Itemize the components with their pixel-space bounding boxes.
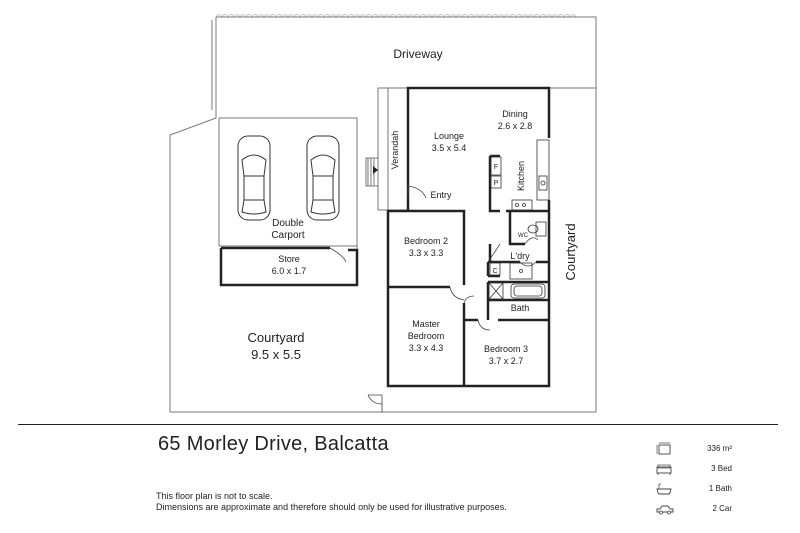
kitchen-fixtures — [490, 139, 550, 211]
spec-cars: 2 Car — [652, 502, 732, 522]
store-label: Store — [278, 254, 300, 264]
spec-area: 336 m² — [652, 442, 732, 462]
pantry-label: P — [494, 180, 499, 187]
verandah-label: Verandah — [390, 131, 400, 170]
lot-boundary — [169, 16, 597, 413]
carport-label: Double — [272, 218, 304, 229]
floor-plan: Driveway Double Carport Store 6.0 x 1.7 … — [169, 14, 597, 413]
driveway-label: Driveway — [393, 47, 442, 61]
bathtub-icon — [656, 483, 672, 495]
bedroom2-dimensions: 3.3 x 3.3 — [409, 248, 444, 258]
dining-dimensions: 2.6 x 2.8 — [498, 121, 533, 131]
carport — [218, 118, 357, 247]
kitchen-label: Kitchen — [516, 161, 526, 191]
courtyard-left-label: Courtyard — [247, 330, 304, 345]
spec-baths: 1 Bath — [652, 482, 732, 502]
car-icon — [306, 135, 340, 221]
spec-beds: 3 Bed — [652, 462, 732, 482]
laundry-label: L'dry — [510, 251, 530, 261]
cupboard-label: C — [492, 268, 497, 275]
disclaimer-line: This floor plan is not to scale. — [156, 491, 273, 501]
wc-label: WC — [518, 233, 529, 239]
floor-area-icon — [656, 442, 671, 455]
bath-label: Bath — [511, 303, 530, 313]
dining-label: Dining — [502, 109, 528, 119]
lounge-label: Lounge — [434, 131, 464, 141]
bedroom3-label: Bedroom 3 — [484, 344, 528, 354]
lounge-dimensions: 3.5 x 5.4 — [432, 143, 467, 153]
area-value: 336 m² — [707, 444, 732, 453]
car-icon — [656, 505, 674, 515]
entry-label: Entry — [430, 190, 452, 200]
master-bedroom-dimensions: 3.3 x 4.3 — [409, 343, 444, 353]
carport-label: Carport — [271, 230, 305, 241]
baths-value: 1 Bath — [708, 484, 732, 493]
property-specs: 336 m² 3 Bed 1 Bath 2 Car — [652, 442, 732, 522]
courtyard-left-dimensions: 9.5 x 5.5 — [251, 347, 301, 362]
verandah — [365, 87, 408, 211]
cars-value: 2 Car — [712, 504, 732, 513]
store-walls — [219, 246, 359, 287]
store-dimensions: 6.0 x 1.7 — [272, 266, 307, 276]
car-icon — [237, 135, 271, 221]
wet-area-fixtures — [488, 221, 547, 300]
bedroom3-dimensions: 3.7 x 2.7 — [489, 356, 524, 366]
fridge-label: F — [494, 164, 498, 171]
house-walls — [386, 86, 551, 388]
master-bedroom-label: Bedroom — [408, 331, 445, 341]
beds-value: 3 Bed — [711, 464, 732, 473]
master-bedroom-label: Master — [412, 319, 440, 329]
bedroom2-label: Bedroom 2 — [404, 236, 448, 246]
disclaimer-line: Dimensions are approximate and therefore… — [156, 502, 507, 512]
divider-line — [18, 424, 778, 425]
property-address: 65 Morley Drive, Balcatta — [158, 433, 389, 455]
bed-icon — [656, 464, 672, 475]
disclaimer: This floor plan is not to scale. Dimensi… — [156, 491, 507, 513]
courtyard-right-label: Courtyard — [563, 223, 578, 280]
